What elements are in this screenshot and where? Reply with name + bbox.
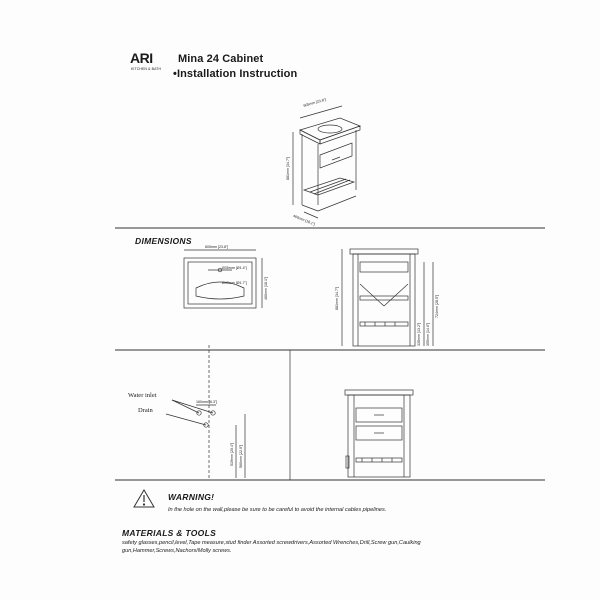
overview-height-label: 881mm [34.7"] — [286, 156, 290, 180]
brand-logo: ARI KITCHEN & BATH — [128, 50, 164, 76]
dimensions-heading: DIMENSIONS — [135, 236, 192, 246]
drain-hole-label: Ø43mm [Ø1.7"] — [222, 281, 247, 285]
top-view-depth-label: 460mm [18.1"] — [264, 276, 268, 300]
subtitle-text: Installation Instruction — [176, 68, 298, 80]
side-total-height-label: 881mm [34.7"] — [335, 286, 339, 310]
materials-heading: MATERIALS & TOOLS — [122, 528, 217, 538]
water-inlet-label: Water inlet — [128, 392, 157, 399]
side-view-cabinet-drawing — [341, 248, 434, 347]
top-view-width-label: 605mm [23.8"] — [205, 245, 229, 249]
wall-plumbing-drawing — [165, 345, 246, 480]
side-shelf-label-1: 355mm [14.0"] — [426, 322, 430, 346]
top-view-sink-drawing — [183, 249, 263, 309]
faucet-hole-label: Ø35mm [Ø1.4"] — [222, 266, 247, 270]
warning-text: In the hole on the wall,please be sure t… — [168, 507, 387, 513]
bullet-dot: • — [173, 68, 177, 80]
wall-height-label-1: 519mm [20.4"] — [230, 442, 234, 466]
inlet-spacing-label: 160mm [6.3"] — [196, 400, 218, 404]
drain-label: Drain — [138, 407, 153, 414]
warning-heading: WARNING! — [168, 492, 215, 502]
side-shelf-label-2: 335mm [13.2"] — [417, 322, 421, 346]
wall-height-label-2: 560mm [22.0"] — [239, 444, 243, 468]
page-title: Mina 24 Cabinet — [178, 53, 264, 65]
page-subtitle: •Installation Instruction — [173, 68, 297, 80]
materials-text: safety glasses,pencil,level,Tape measure… — [122, 540, 421, 554]
logo-letters: ARI — [130, 50, 153, 66]
logo-subtext: KITCHEN & BATH — [131, 67, 162, 71]
side-inner-height-label: 724mm [28.5"] — [435, 294, 439, 318]
front-view-cabinet-drawing — [344, 389, 414, 478]
overview-cabinet-drawing — [292, 105, 361, 219]
warning-triangle-icon — [133, 489, 155, 508]
